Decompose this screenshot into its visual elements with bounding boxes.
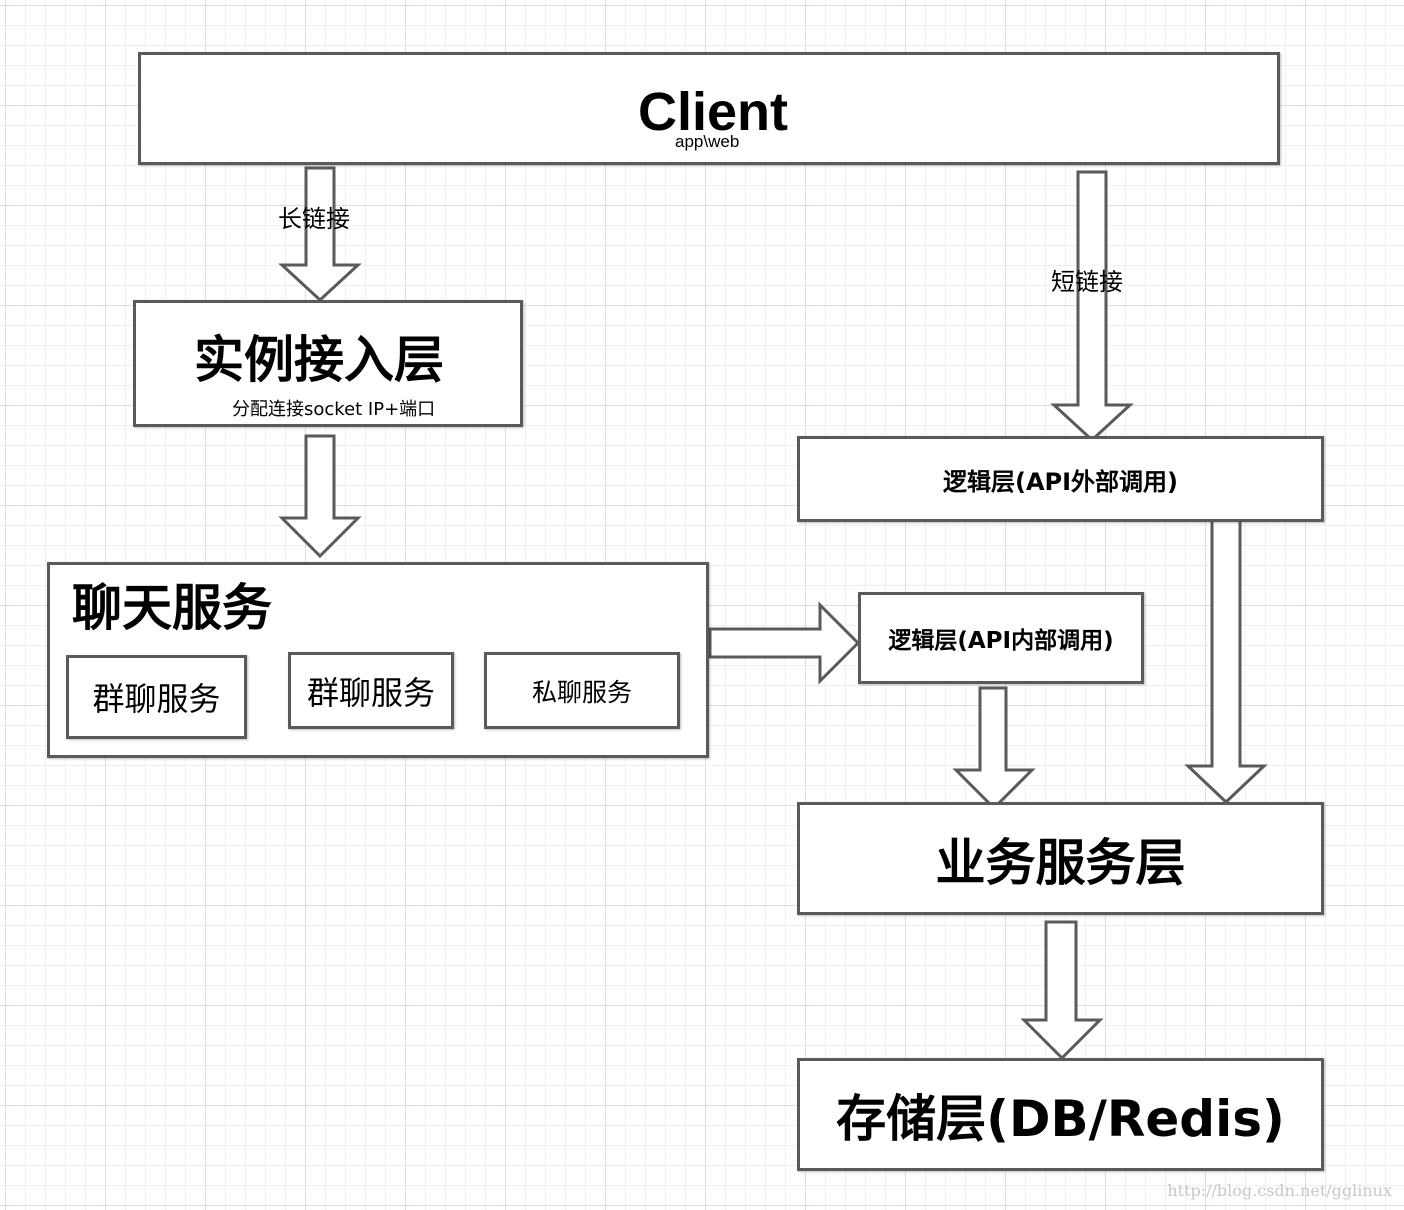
- arrow-client-to-logic-external: [1050, 170, 1134, 443]
- client-title: Client: [638, 82, 789, 142]
- client-subtitle: app\web: [675, 132, 740, 151]
- arrow-chat-to-logic-internal: [708, 601, 861, 685]
- group-chat-service-2-label: 群聊服务: [306, 673, 435, 712]
- private-chat-service-label: 私聊服务: [531, 677, 632, 707]
- logic-internal-box: 逻辑层(API内部调用): [858, 592, 1144, 684]
- storage-layer-label: 存储层(DB/Redis): [836, 1089, 1285, 1148]
- long-connection-label: 长链接: [278, 205, 350, 233]
- access-layer-subtitle: 分配连接socket IP+端口: [232, 399, 436, 420]
- chat-service-title: 聊天服务: [72, 579, 272, 637]
- arrow-client-to-access: [278, 166, 362, 303]
- private-chat-service: 私聊服务: [484, 652, 680, 729]
- arrow-logic-internal-to-business: [952, 686, 1036, 811]
- access-layer-box: 实例接入层 分配连接socket IP+端口: [133, 300, 523, 427]
- logic-internal-label: 逻辑层(API内部调用): [888, 628, 1114, 654]
- storage-layer-box: 存储层(DB/Redis): [797, 1058, 1324, 1171]
- watermark-text: http://blog.csdn.net/gglinux: [1167, 1181, 1392, 1200]
- group-chat-service-2: 群聊服务: [288, 652, 454, 729]
- business-layer-label: 业务服务层: [935, 833, 1186, 892]
- logic-external-box: 逻辑层(API外部调用): [797, 436, 1324, 522]
- group-chat-service-1-label: 群聊服务: [92, 680, 221, 718]
- business-layer-box: 业务服务层: [797, 802, 1324, 915]
- arrow-logic-external-to-business: [1184, 516, 1268, 805]
- client-box: Client app\web: [138, 52, 1280, 165]
- arrow-access-to-chat: [278, 434, 362, 559]
- group-chat-service-1: 群聊服务: [66, 655, 247, 739]
- logic-external-label: 逻辑层(API外部调用): [942, 467, 1179, 496]
- arrow-business-to-storage: [1020, 920, 1104, 1061]
- short-connection-label: 短链接: [1051, 268, 1123, 296]
- access-layer-title: 实例接入层: [194, 331, 444, 389]
